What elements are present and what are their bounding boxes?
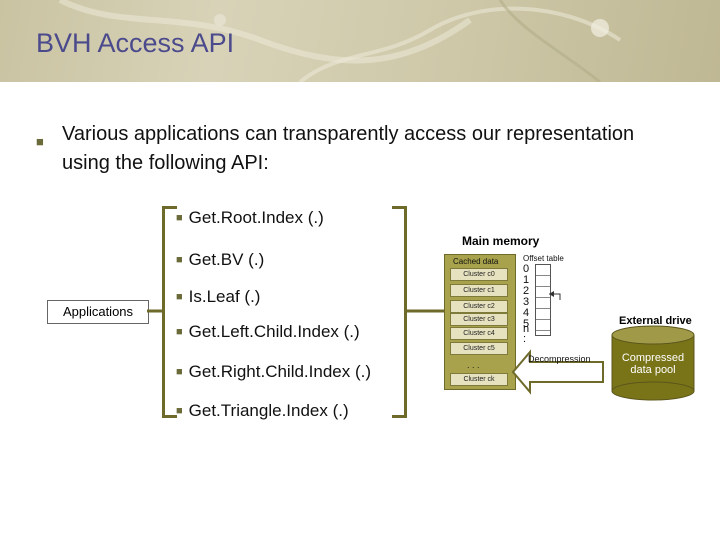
offset-index: 1 bbox=[523, 274, 530, 286]
cached-data-label: Cached data bbox=[453, 257, 499, 266]
api-item-left-child: ■Get.Left.Child.Index (.) bbox=[176, 322, 360, 341]
external-drive-label: External drive bbox=[619, 315, 692, 327]
bullet-square-icon: ■ bbox=[176, 212, 183, 224]
arrow-head-icon bbox=[549, 291, 554, 297]
cluster-block: Cluster c5 bbox=[450, 342, 508, 355]
cluster-ellipsis: . . . bbox=[467, 360, 480, 370]
offset-index: n bbox=[523, 323, 530, 335]
cluster-block: Cluster c4 bbox=[450, 327, 508, 340]
bullet-square-icon: ■ bbox=[176, 405, 183, 417]
api-item-is-leaf: ■Is.Leaf (.) bbox=[176, 287, 261, 306]
bullet-square-icon: ■ bbox=[176, 291, 183, 303]
api-item-right-child: ■Get.Right.Child.Index (.) bbox=[176, 362, 372, 381]
offset-index: 5 bbox=[523, 318, 530, 330]
offset-index: : bbox=[523, 333, 527, 345]
intro-text: Various applications can transparently a… bbox=[62, 123, 635, 174]
applications-box: Applications bbox=[47, 300, 149, 324]
cluster-block: Cluster c1 bbox=[450, 284, 508, 297]
offset-table-label: Offset table bbox=[523, 254, 564, 263]
api-left-bracket bbox=[162, 206, 177, 418]
offset-index: 2 bbox=[523, 285, 530, 297]
bullet-square-icon: ■ bbox=[176, 326, 183, 338]
title-bar: BVH Access API bbox=[0, 0, 720, 82]
offset-index: 4 bbox=[523, 307, 530, 319]
offset-index: 0 bbox=[523, 263, 530, 275]
decompression-label: Decompression bbox=[528, 354, 591, 364]
external-drive-cylinder-icon bbox=[611, 325, 695, 401]
offset-index: 3 bbox=[523, 296, 530, 308]
bullet-square-icon: ■ bbox=[36, 134, 44, 149]
cluster-block: Cluster ck bbox=[450, 373, 508, 386]
api-item-get-bv: ■Get.BV (.) bbox=[176, 250, 265, 269]
page-title: BVH Access API bbox=[36, 28, 235, 58]
bullet-square-icon: ■ bbox=[176, 254, 183, 266]
cluster-block: Cluster c3 bbox=[450, 313, 508, 326]
api-item-root-index: ■Get.Root.Index (.) bbox=[176, 208, 324, 227]
decompression-arrow-icon bbox=[511, 349, 604, 395]
title-background-decoration bbox=[58, 0, 622, 82]
compressed-data-pool-label: Compressed data pool bbox=[621, 352, 685, 376]
offset-table bbox=[535, 264, 551, 336]
cluster-block: Cluster c0 bbox=[450, 268, 508, 281]
main-memory-label: Main memory bbox=[462, 234, 540, 248]
api-item-triangle-index: ■Get.Triangle.Index (.) bbox=[176, 401, 349, 420]
bullet-square-icon: ■ bbox=[176, 366, 183, 378]
cluster-block: Cluster c2 bbox=[450, 300, 508, 313]
